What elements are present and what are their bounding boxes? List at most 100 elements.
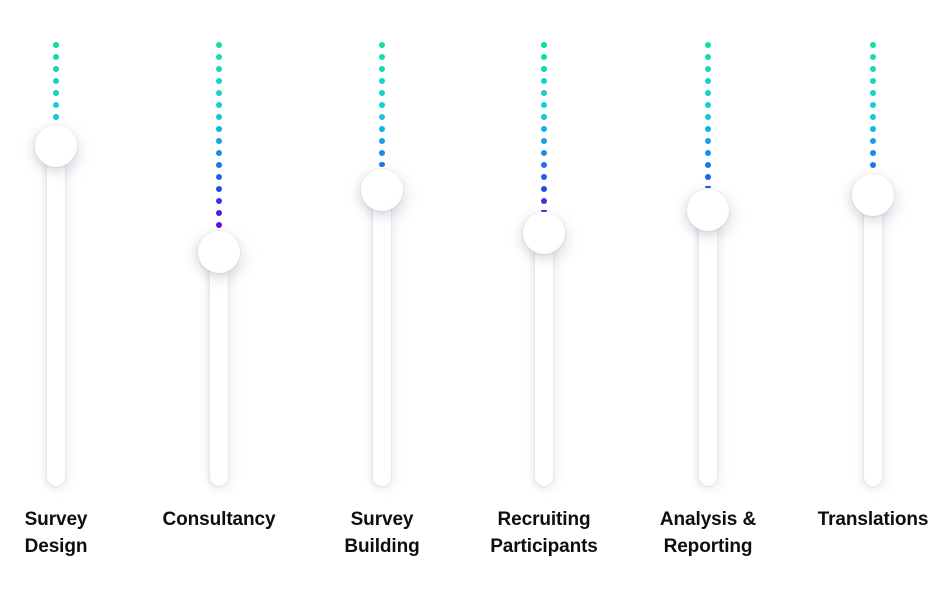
step-knob[interactable]: [198, 231, 240, 273]
gradient-dot: [541, 150, 547, 156]
gradient-dot: [870, 54, 876, 60]
gradient-dot: [379, 126, 385, 132]
gradient-dot: [53, 114, 59, 120]
gradient-dot: [216, 90, 222, 96]
gradient-dot: [379, 54, 385, 60]
process-step-survey-design[interactable]: Survey Design: [0, 0, 136, 600]
gradient-dot-trail: [869, 42, 877, 172]
gradient-dot: [870, 66, 876, 72]
gradient-dot: [53, 66, 59, 72]
gradient-dot: [541, 102, 547, 108]
gradient-dot: [870, 90, 876, 96]
gradient-dot: [216, 114, 222, 120]
gradient-dot: [705, 66, 711, 72]
step-rod: [535, 233, 553, 486]
gradient-dot: [53, 90, 59, 96]
gradient-dot: [379, 102, 385, 108]
gradient-dot: [379, 150, 385, 156]
gradient-dot: [705, 150, 711, 156]
gradient-dot: [870, 138, 876, 144]
gradient-dot: [541, 162, 547, 168]
gradient-dot: [379, 162, 385, 167]
gradient-dot: [541, 138, 547, 144]
gradient-dot: [705, 54, 711, 60]
gradient-dot: [379, 90, 385, 96]
gradient-dot: [870, 162, 876, 168]
step-rod: [864, 195, 882, 486]
gradient-dot-trail: [215, 42, 223, 229]
step-rod: [210, 252, 228, 486]
gradient-dot-trail: [52, 42, 60, 123]
gradient-dot: [216, 42, 222, 48]
gradient-dot: [379, 114, 385, 120]
step-knob[interactable]: [361, 169, 403, 211]
gradient-dot: [216, 102, 222, 108]
gradient-dot: [216, 138, 222, 144]
step-knob[interactable]: [35, 125, 77, 167]
gradient-dot: [53, 78, 59, 84]
gradient-dot: [870, 150, 876, 156]
process-step-translations[interactable]: Translations: [793, 0, 948, 600]
gradient-dot: [541, 90, 547, 96]
step-label-recruiting-participants: Recruiting Participants: [490, 509, 598, 557]
gradient-dot: [216, 198, 222, 204]
gradient-dot: [541, 198, 547, 204]
gradient-dot: [705, 162, 711, 168]
gradient-dot: [541, 174, 547, 180]
step-knob[interactable]: [852, 174, 894, 216]
process-step-analysis-reporting[interactable]: Analysis & Reporting: [628, 0, 788, 600]
gradient-dot: [379, 138, 385, 144]
gradient-dot: [870, 42, 876, 48]
gradient-dot: [53, 54, 59, 60]
gradient-dot: [379, 66, 385, 72]
gradient-dot: [541, 42, 547, 48]
gradient-dot: [216, 174, 222, 180]
gradient-dot: [541, 78, 547, 84]
gradient-dot: [541, 186, 547, 192]
gradient-dot: [541, 114, 547, 120]
gradient-dot: [216, 186, 222, 192]
step-knob[interactable]: [687, 189, 729, 231]
gradient-dot: [870, 126, 876, 132]
gradient-dot: [705, 42, 711, 48]
gradient-dot-trail: [378, 42, 386, 167]
step-knob[interactable]: [523, 212, 565, 254]
gradient-dot: [53, 102, 59, 108]
gradient-dot: [216, 54, 222, 60]
gradient-dot: [870, 114, 876, 120]
gradient-dot: [541, 126, 547, 132]
gradient-dot: [216, 66, 222, 72]
gradient-dot: [379, 78, 385, 84]
step-label-survey-building: Survey Building: [344, 509, 420, 557]
gradient-dot: [705, 114, 711, 120]
gradient-dot: [541, 54, 547, 60]
gradient-dot: [870, 102, 876, 108]
gradient-dot: [216, 222, 222, 228]
step-rod: [373, 190, 391, 486]
step-label-analysis-reporting: Analysis & Reporting: [659, 509, 757, 557]
gradient-dot: [216, 162, 222, 168]
process-step-survey-building[interactable]: Survey Building: [302, 0, 462, 600]
gradient-dot: [216, 126, 222, 132]
gradient-dot: [216, 78, 222, 84]
gradient-dot: [216, 210, 222, 216]
gradient-dot: [705, 102, 711, 108]
gradient-dot: [705, 126, 711, 132]
gradient-dot: [53, 42, 59, 48]
gradient-dot-trail: [540, 42, 548, 212]
step-label-consultancy: Consultancy: [162, 509, 276, 530]
gradient-dot: [541, 210, 547, 212]
gradient-dot: [870, 78, 876, 84]
gradient-dot: [705, 138, 711, 144]
process-step-recruiting-participants[interactable]: Recruiting Participants: [464, 0, 624, 600]
gradient-dot: [705, 186, 711, 188]
step-label-translations: Translations: [817, 509, 929, 530]
gradient-dot: [379, 42, 385, 48]
step-rod: [699, 210, 717, 486]
process-step-consultancy[interactable]: Consultancy: [139, 0, 299, 600]
gradient-dot: [705, 78, 711, 84]
gradient-dot-trail: [704, 42, 712, 188]
step-rod: [47, 146, 65, 486]
gradient-dot: [216, 150, 222, 156]
